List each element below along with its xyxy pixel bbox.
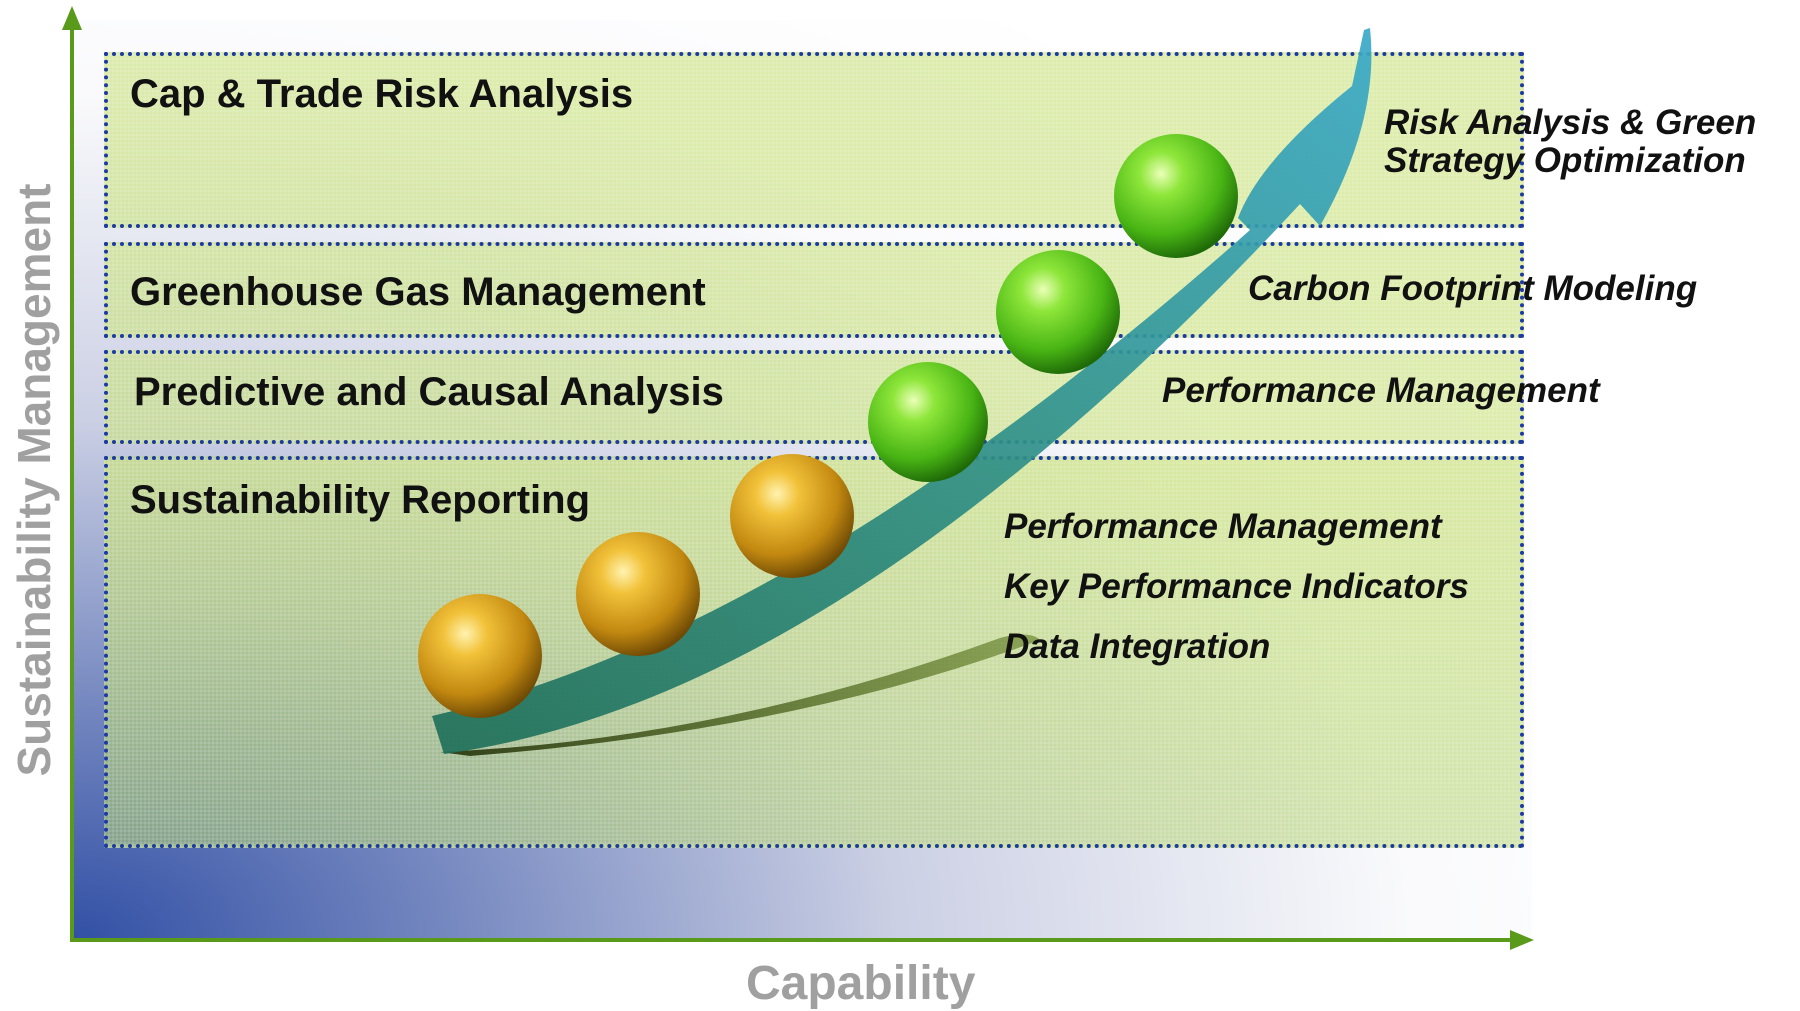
capability-performance-lower: Performance Management [1004,507,1442,546]
band-predictive-causal [104,350,1524,444]
sphere-gold-1 [418,594,542,718]
y-axis-label: Sustainability Management [8,183,60,777]
capability-risk-analysis: Risk Analysis & Green Strategy Optimizat… [1384,104,1756,180]
capability-carbon-footprint: Carbon Footprint Modeling [1248,269,1698,308]
sphere-gold-2 [576,532,700,656]
sphere-green-2 [996,250,1120,374]
band-title-predictive-causal: Predictive and Causal Analysis [134,370,724,414]
x-axis-label: Capability [746,957,976,1010]
capability-performance-upper: Performance Management [1162,371,1600,410]
band-title-greenhouse-gas: Greenhouse Gas Management [130,270,706,314]
y-axis-arrowhead [62,6,82,30]
band-title-cap-trade: Cap & Trade Risk Analysis [130,72,634,116]
capability-risk-line1: Risk Analysis & Green [1384,103,1757,142]
x-axis-arrowhead [1510,930,1534,950]
sphere-green-1 [868,362,988,482]
arrow-shadow [440,634,1040,756]
capability-data-integration: Data Integration [1004,627,1271,666]
sphere-gold-3 [730,454,854,578]
capability-kpi: Key Performance Indicators [1004,567,1469,606]
band-title-sustainability-reporting: Sustainability Reporting [130,478,591,522]
sphere-green-3 [1114,134,1238,258]
capability-risk-line2: Strategy Optimization [1384,141,1746,180]
band-greenhouse-gas [104,242,1524,338]
